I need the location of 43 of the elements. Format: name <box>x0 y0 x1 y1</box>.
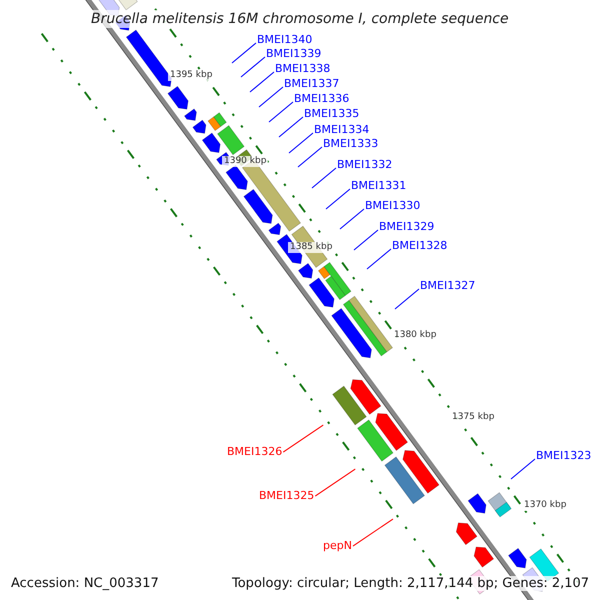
leader-line <box>312 168 336 188</box>
leader-line <box>314 468 356 497</box>
leader-line <box>510 458 536 480</box>
leader-line <box>268 102 294 122</box>
gene-label: BMEI1333 <box>323 138 378 149</box>
leader-line <box>288 132 314 154</box>
scale-label: 1390 kbp <box>222 156 268 167</box>
gene-label: pepN <box>323 540 352 551</box>
leader-line <box>340 208 364 230</box>
leader-line <box>250 72 274 92</box>
leader-line <box>352 518 394 547</box>
leader-line <box>240 56 266 78</box>
leader-line <box>282 424 324 453</box>
gene-label: BMEI1326 <box>227 446 282 457</box>
scale-label: 1375 kbp <box>450 412 496 423</box>
scale-label: 1370 kbp <box>522 500 568 511</box>
leader-line <box>354 230 378 250</box>
scale-label: 1395 kbp <box>168 70 214 81</box>
gene-label: BMEI1337 <box>284 78 340 89</box>
scale-label: 1380 kbp <box>392 330 438 341</box>
gene-label: BMEI1332 <box>337 159 392 170</box>
accession-text: Accession: NC_003317 <box>9 576 161 591</box>
gene-label: BMEI1325 <box>259 490 314 501</box>
leader-line <box>394 288 420 310</box>
gene-label: BMEI1327 <box>420 280 476 291</box>
leader-line <box>366 248 392 270</box>
leader-line <box>326 188 350 210</box>
gene-label: BMEI1339 <box>266 48 322 59</box>
gene-label: BMEI1334 <box>314 124 370 135</box>
gene-label: BMEI1336 <box>294 93 350 104</box>
gene-label: BMEI1328 <box>392 240 448 251</box>
gene-label: BMEI1330 <box>365 200 420 211</box>
gene-label: BMEI1331 <box>351 180 406 191</box>
gene-label: BMEI1340 <box>257 34 312 45</box>
leader-line <box>232 42 256 64</box>
leader-line <box>278 116 304 138</box>
leader-line <box>298 146 322 168</box>
gene-label: BMEI1335 <box>304 108 360 119</box>
leader-line <box>258 86 284 108</box>
gene-label: BMEI1323 <box>536 450 592 461</box>
gene-label: BMEI1329 <box>379 221 434 232</box>
scale-label: 1385 kbp <box>288 242 334 253</box>
gene-label: BMEI1338 <box>275 63 330 74</box>
